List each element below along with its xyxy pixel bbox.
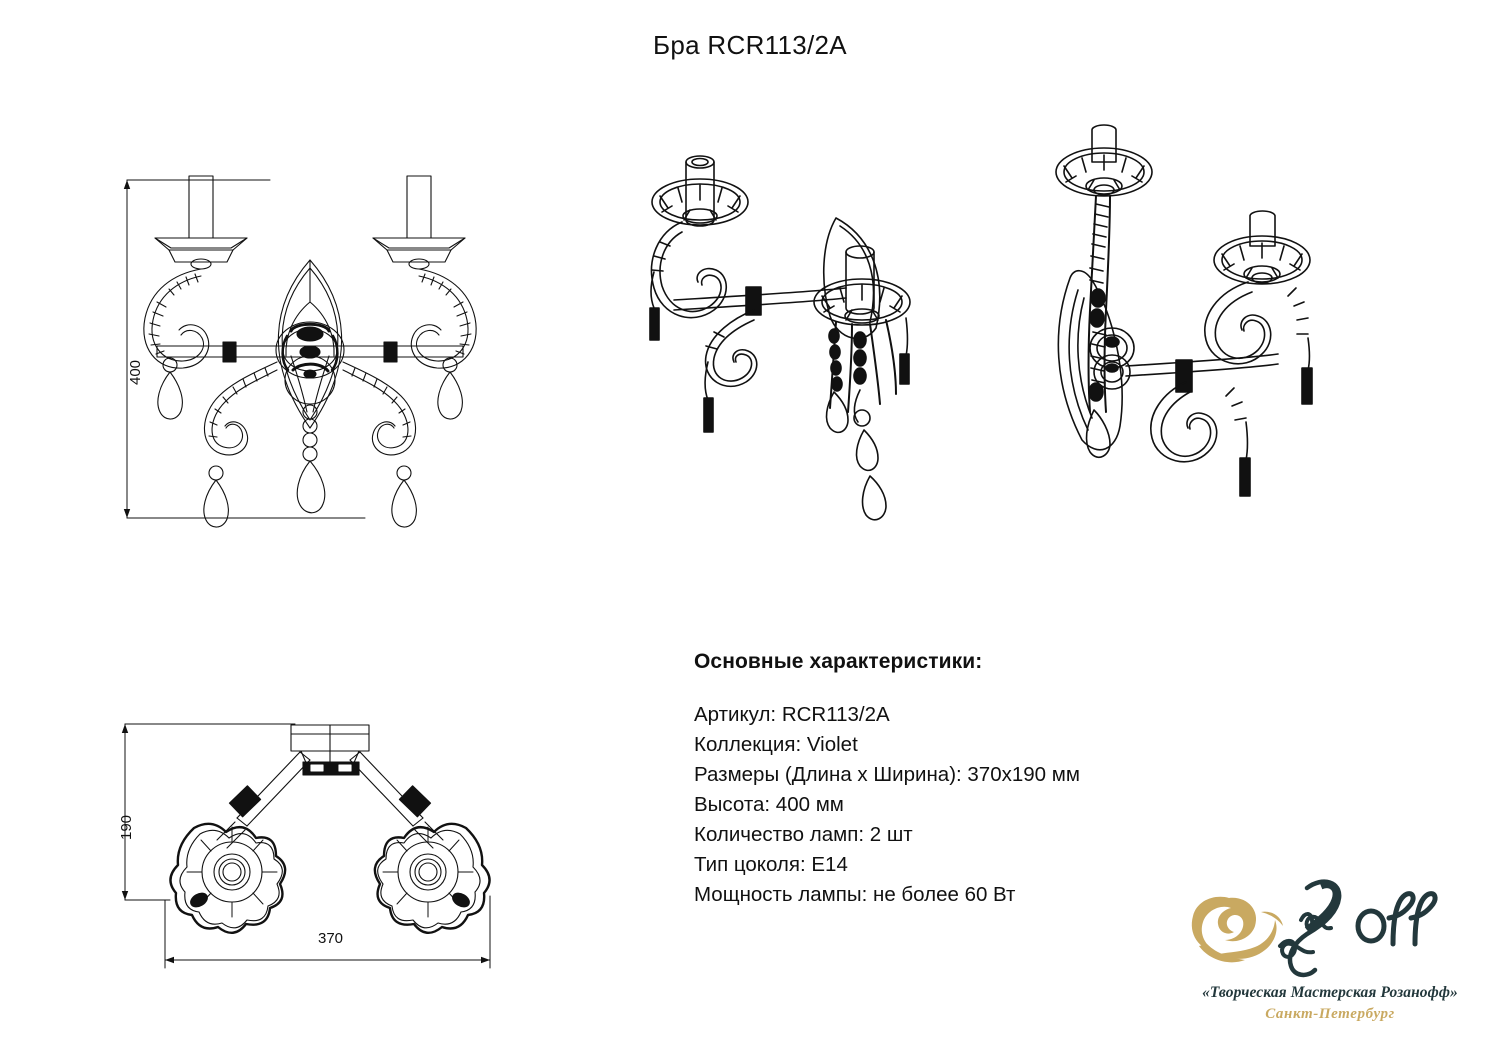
- spec-article: Артикул: RCR113/2A: [694, 703, 890, 726]
- bobeche-right-persp: [1213, 235, 1311, 285]
- front-elevation-view: [95, 150, 525, 550]
- scroll-arm-lower-left: [203, 361, 278, 456]
- pendant-drop-inner-left: [203, 465, 229, 528]
- dimension-line-width: [164, 895, 491, 969]
- horizontal-arm-right: [1125, 353, 1279, 393]
- dimension-line-height: [123, 179, 366, 519]
- pendant-lower-persp: [1239, 421, 1251, 497]
- logo-mark: [1175, 872, 1485, 982]
- scroll-arm-upper-left: [143, 268, 210, 369]
- mount-bracket: [302, 761, 360, 776]
- spec-size: Размеры (Длина х Ширина): 370x190 мм: [694, 763, 1080, 786]
- twisted-column: [1085, 195, 1111, 459]
- candle-tube-upper: [1091, 124, 1117, 163]
- scroll-arm-lower-persp: [1150, 381, 1247, 463]
- spec-lamp-count: Количество ламп: 2 шт: [694, 823, 913, 846]
- perspective-view-right: [1040, 120, 1390, 540]
- pendant-drop-inner-right: [391, 465, 417, 528]
- specifications-heading: Основные характеристики:: [694, 650, 983, 673]
- bobeche-top-right: [373, 822, 491, 934]
- scroll-arm-back: [650, 221, 728, 319]
- central-backplate: [277, 259, 343, 429]
- scroll-arm-upper-right: [410, 268, 477, 369]
- pendant-drop-outer-left: [157, 357, 183, 420]
- center-ornament: [1089, 327, 1135, 390]
- spec-lamp-power: Мощность лампы: не более 60 Вт: [694, 883, 1016, 906]
- specifications-block: Основные характеристики: Артикул: RCR113…: [694, 650, 1254, 910]
- bobeche-back: [651, 178, 749, 226]
- pendant-drop-outer-right: [437, 357, 463, 420]
- dimension-label-depth: 190: [118, 814, 135, 840]
- bobeche-front: [813, 278, 911, 326]
- pendant-right-persp: [1301, 337, 1313, 405]
- logo-city: Санкт-Петербург: [1265, 1006, 1395, 1022]
- arm-left: [216, 751, 311, 849]
- dimension-label-width: 370: [318, 930, 344, 947]
- logo-caption: «Творческая Мастерская Розанофф»: [1202, 984, 1458, 1001]
- company-logo: «Творческая Мастерская Розанофф» Санкт-П…: [1175, 872, 1485, 1047]
- crystal-chain-cluster: [825, 319, 897, 521]
- bobeche-top-left: [169, 822, 287, 934]
- scroll-arm-lower-right: [342, 361, 417, 456]
- bobeche-upper: [1055, 147, 1153, 197]
- wall-mount-plate: [290, 724, 370, 766]
- pendant-chain-center: [296, 404, 326, 514]
- rose-icon: [1191, 896, 1283, 963]
- dimension-line-depth: [121, 723, 296, 901]
- spec-height: Высота: 400 мм: [694, 793, 844, 816]
- scroll-arm-upper-right-persp: [1204, 281, 1309, 365]
- bobeche-right: [372, 237, 466, 270]
- page-title: Бра RCR113/2A: [653, 30, 847, 60]
- spec-socket-type: Тип цоколя: E14: [694, 853, 848, 876]
- spec-collection: Коллекция: Violet: [694, 733, 858, 756]
- scroll-arm-front-lower: [703, 309, 758, 433]
- script-icon: [1278, 879, 1438, 978]
- top-plan-view: [95, 700, 525, 990]
- candle-tube-right: [406, 175, 432, 239]
- candle-tube-back: [685, 155, 715, 227]
- central-rosette: [275, 321, 345, 405]
- perspective-view-left: [630, 140, 970, 550]
- oval-backplate: [1057, 269, 1123, 451]
- bobeche-left: [154, 237, 248, 270]
- pendant-right: [899, 317, 910, 385]
- candle-tube-left: [188, 175, 214, 239]
- candle-tube-right-persp: [1249, 210, 1276, 247]
- dimension-label-height: 400: [127, 359, 144, 385]
- arm-right: [349, 751, 444, 849]
- pendant-back: [649, 271, 660, 341]
